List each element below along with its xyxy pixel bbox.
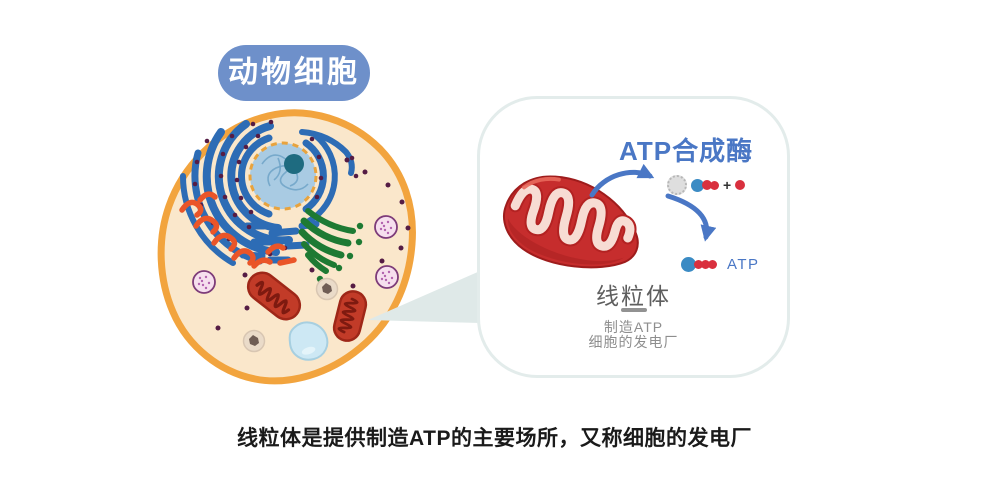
lysosome: [192, 270, 216, 294]
animal-cell-illustration: [157, 109, 416, 385]
adenosine-dot: [681, 257, 696, 272]
phosphate-dot: [710, 180, 719, 190]
arrow-enzyme-to-atp: [665, 193, 717, 242]
atp-label: ATP: [727, 256, 760, 273]
function-description-line1: 制造ATP: [603, 319, 664, 335]
phosphate-dot: [701, 260, 710, 269]
title-badge: 动物细胞: [218, 45, 370, 101]
free-ribosome-dots: [215, 157, 411, 331]
mitochondrion: [246, 271, 302, 321]
atp-synthase-enzyme-icon: [667, 175, 687, 195]
mitochondrion-detail-illustration: [503, 175, 639, 269]
organelle-name-label: 线粒体: [596, 283, 671, 309]
phosphate-dot: [702, 180, 712, 190]
adenosine-dot: [691, 178, 704, 192]
phosphate-dot: [694, 260, 703, 269]
plus-sign: +: [723, 177, 732, 193]
label-divider: [620, 308, 647, 312]
nucleolus: [284, 154, 304, 174]
phosphate-dot: [708, 260, 717, 269]
peroxisome: [315, 277, 339, 301]
title-badge-label: 动物细胞: [228, 56, 360, 89]
mitochondrion: [332, 290, 368, 342]
smooth-endoplasmic-reticulum: [179, 191, 297, 269]
vacuole: [288, 321, 329, 361]
mitochondria-detail-panel: ATP合成酶 +: [477, 96, 790, 378]
nucleus: [248, 141, 318, 211]
golgi-apparatus: [298, 208, 364, 283]
free-phosphate-dot: [735, 180, 746, 190]
peroxisome: [242, 329, 266, 353]
chromatin: [261, 154, 309, 191]
function-description-line2: 细胞的发电厂: [588, 334, 679, 350]
atp-synthase-label: ATP合成酶: [619, 136, 754, 166]
zoom-connector: [368, 271, 480, 323]
adp-plus-phosphate-molecule: +: [691, 177, 746, 193]
bottom-caption: 线粒体是提供制造ATP的主要场所，又称细胞的发电厂: [237, 427, 752, 450]
atp-molecule: ATP: [681, 257, 760, 272]
chromatin: [273, 157, 282, 181]
lysosome: [374, 215, 398, 239]
